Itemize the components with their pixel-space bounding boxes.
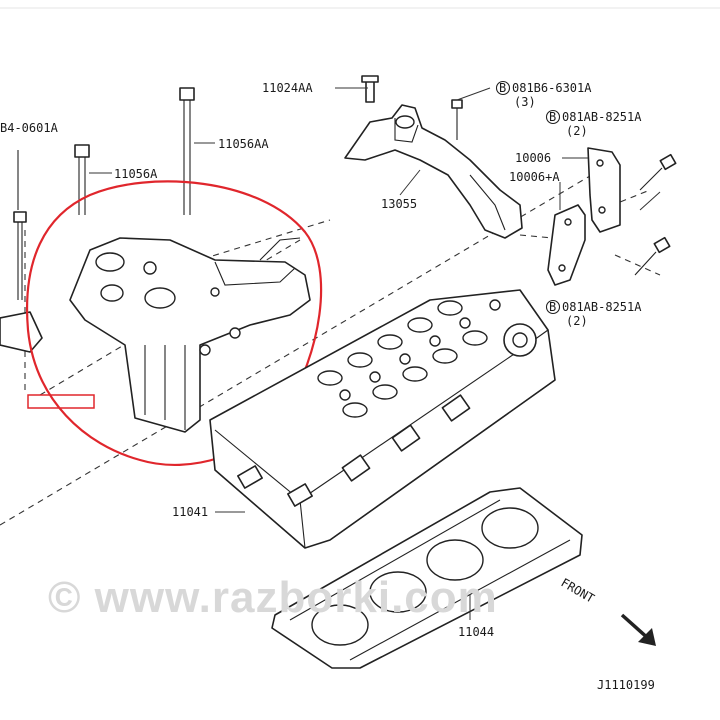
label-11056aa: 11056AA: [218, 137, 269, 151]
label-081ab-8251a-bottom: 081AB-8251A: [562, 300, 642, 314]
label-081b6-6301a: 081B6-6301A: [512, 81, 592, 95]
bolt-symbol-6301a: B: [495, 80, 511, 96]
bolt-081ab-8251a-bottom: [634, 236, 671, 276]
label-b4-0601a: B4-0601A: [0, 121, 59, 135]
bolt-symbol-8251a-bottom: B: [545, 299, 561, 315]
label-10006: 10006: [515, 151, 551, 165]
label-11024aa: 11024AA: [262, 81, 313, 95]
diagram-reference-code: J1110199: [597, 678, 655, 692]
highlighted-part-tag: [27, 394, 95, 409]
bolt-081ab-8251a-top: [639, 153, 677, 191]
label-13055: 13055: [381, 197, 417, 211]
cylinder-head-11041: [209, 289, 556, 549]
bolt-11056a: [74, 144, 90, 215]
leader-lines: [89, 87, 661, 620]
svg-text:B: B: [499, 81, 506, 95]
bolt-11056aa: [179, 87, 195, 215]
front-arrow-icon: [638, 628, 656, 646]
svg-text:B: B: [549, 300, 556, 314]
bracket-13055: [344, 75, 523, 239]
bolt-081b6-6301a: [451, 99, 463, 140]
label-11044: 11044: [458, 625, 494, 639]
label-081ab-8251a-top: 081AB-8251A: [562, 110, 642, 124]
front-label: FRONT: [559, 575, 597, 605]
label-11041: 11041: [172, 505, 208, 519]
label-10006a: 10006+A: [509, 170, 560, 184]
watermark: © www.razborki.com: [48, 573, 498, 622]
label-11056a: 11056A: [114, 167, 158, 181]
label-081ab-8251a-top-qty: (2): [566, 124, 588, 138]
svg-text:B: B: [549, 110, 556, 124]
camshaft-bracket: [27, 237, 311, 433]
bolt-symbol-8251a-top: B: [545, 109, 561, 125]
label-081ab-8251a-bottom-qty: (2): [566, 314, 588, 328]
front-direction-indicator: FRONT: [559, 575, 656, 646]
side-ports: [237, 394, 471, 507]
head-gasket-11044: [271, 487, 583, 669]
valve-springs: [339, 299, 501, 401]
stud-left-edge: [0, 150, 43, 353]
label-081b6-6301a-qty: (3): [514, 95, 536, 109]
bracket-10006: [547, 147, 621, 286]
bolt-b4-0601a: [13, 211, 27, 300]
cam-journals: [317, 300, 488, 418]
